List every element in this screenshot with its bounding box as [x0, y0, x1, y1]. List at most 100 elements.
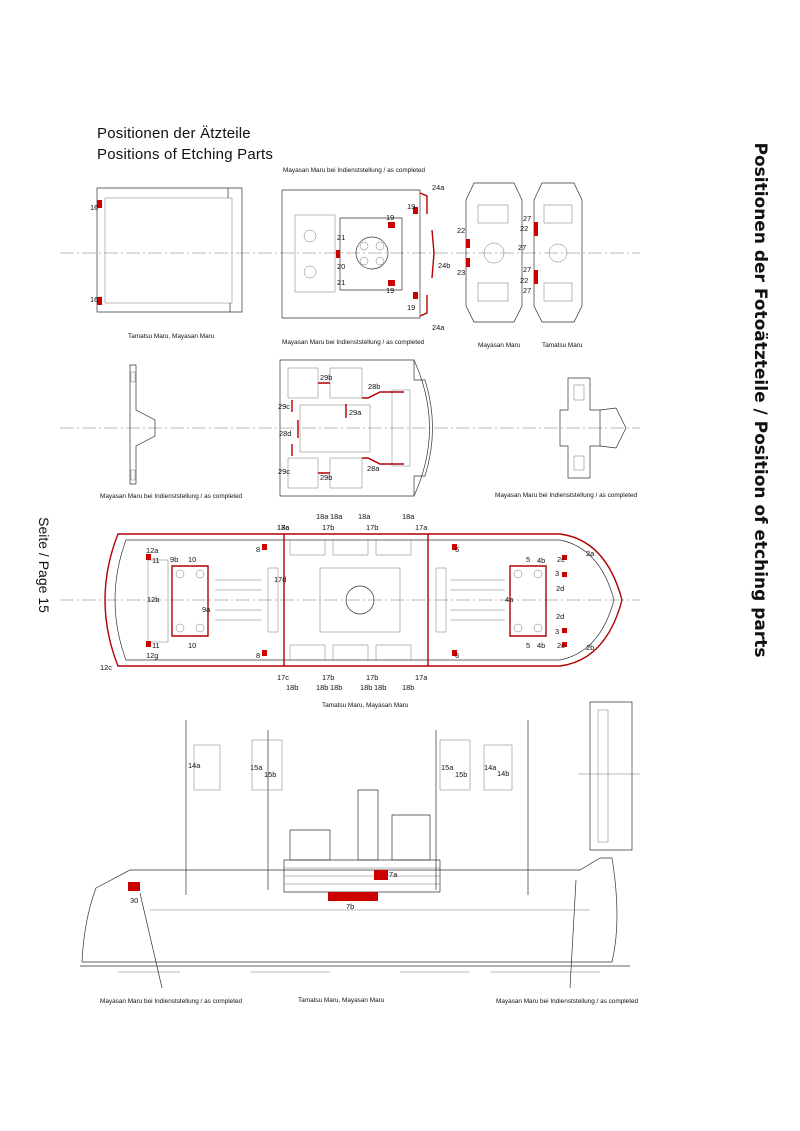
title-german: Positionen der Ätzteile — [97, 125, 251, 142]
plan-main-deck-hull: 18a 18a 18a 18a 18a 17c 17b 17b 17a 12a … — [60, 512, 640, 709]
label-2d-top: 2d — [556, 584, 564, 593]
label-4b-bottom: 4b — [537, 641, 545, 650]
label-18b-3: 18b — [330, 683, 342, 692]
label-18b-6: 18b — [402, 683, 414, 692]
label-22c: 22 — [520, 276, 528, 285]
label-29c-top: 29c — [278, 402, 290, 411]
caption-b: Mayasan Maru bei Indienststellung / as c… — [283, 167, 426, 174]
caption-e: Tamatsu Maru — [542, 342, 583, 349]
label-23: 23 — [457, 268, 465, 277]
label-4b-top: 4b — [537, 556, 545, 565]
label-10-top: 10 — [188, 555, 196, 564]
label-29b-top: 29b — [320, 373, 332, 382]
label-19b: 19 — [386, 213, 394, 222]
label-20: 20 — [337, 262, 345, 271]
label-8-top: 8 — [256, 545, 260, 554]
label-28d: 28d — [279, 429, 291, 438]
title-english: Positions of Etching Parts — [97, 146, 274, 163]
label-9b: 9b — [170, 555, 178, 564]
label-27d: 27 — [523, 286, 531, 295]
label-18b-5: 18b — [374, 683, 386, 692]
label-2c-bottom: 2c — [557, 641, 565, 650]
label-14a-left: 14a — [188, 761, 201, 770]
label-24a-bottom: 24a — [432, 323, 445, 332]
label-17a-top: 17a — [415, 523, 428, 532]
label-2a: 2a — [586, 549, 595, 558]
label-15b-left: 15b — [264, 770, 276, 779]
label-18b-1: 18b — [286, 683, 298, 692]
label-7a: 7a — [389, 870, 398, 879]
label-17d: 17d — [274, 575, 286, 584]
label-3-top: 3 — [555, 569, 559, 578]
label-7b: 7b — [346, 902, 354, 911]
label-17b-bottom-2: 17b — [366, 673, 378, 682]
label-16a: 16 — [90, 203, 98, 212]
label-3-bottom: 3 — [555, 627, 559, 636]
label-19d: 19 — [407, 303, 415, 312]
label-12b: 12b — [147, 595, 159, 604]
label-29c-bottom: 29c — [278, 467, 290, 476]
label-17c-bottom: 17c — [277, 673, 289, 682]
label-17b-bottom-1: 17b — [322, 673, 334, 682]
caption-d: Mayasan Maru — [478, 342, 521, 349]
label-17b-top-1: 17b — [322, 523, 334, 532]
label-28a: 28a — [367, 464, 380, 473]
label-19c: 19 — [386, 286, 394, 295]
label-5-bottom: 5 — [526, 641, 530, 650]
plan-wheelhouse-tamatsu: 27 22 27 27 22 27 Tamatsu Maru — [518, 182, 583, 349]
label-30: 30 — [130, 896, 138, 905]
label-29a: 29a — [349, 408, 362, 417]
label-15a-left: 15a — [250, 763, 263, 772]
etch-part-30 — [128, 882, 140, 891]
label-15a-right: 15a — [441, 763, 454, 772]
label-12c: 12c — [100, 663, 112, 672]
label-17b-top-2: 17b — [366, 523, 378, 532]
etch-part-7a — [374, 870, 388, 880]
label-21a: 21 — [337, 233, 345, 242]
etch-part-7b — [328, 892, 378, 901]
label-8-bottom: 8 — [256, 651, 260, 660]
label-2c-top: 2c — [557, 555, 565, 564]
plan-wheelhouse-mayasan: 22 23 Mayasan Maru — [457, 182, 523, 349]
label-12g: 12g — [146, 651, 158, 660]
label-2d-bottom: 2d — [556, 612, 564, 621]
etch-part-16-top — [97, 200, 102, 208]
etch-part-16-bottom — [97, 297, 102, 305]
label-29b-bottom: 29b — [320, 473, 332, 482]
caption-j: Tamatsu Maru, Mayasan Maru — [298, 997, 385, 1004]
label-16b: 16 — [90, 295, 98, 304]
label-21b: 21 — [337, 278, 345, 287]
label-18a-3: 18a — [330, 512, 343, 521]
label-18b-4: 18b — [360, 683, 372, 692]
plan-bridge-deck-a: 16 16 Tamatsu Maru, Mayasan Maru — [60, 187, 640, 340]
label-28b: 28b — [368, 382, 380, 391]
label-19a: 19 — [407, 202, 415, 211]
label-27a: 27 — [523, 214, 531, 223]
label-22b: 22 — [520, 224, 528, 233]
label-6-bottom: 6 — [455, 651, 459, 660]
label-14a-right: 14a — [484, 763, 497, 772]
plan-aft-deckhouse: Mayasan Maru bei Indienststellung / as c… — [495, 377, 638, 499]
label-12a: 12a — [146, 546, 159, 555]
caption-k: Mayasan Maru bei Indienststellung / as c… — [496, 998, 639, 1005]
caption-f: Mayasan Maru bei Indienststellung / as c… — [100, 493, 243, 500]
caption-i: Mayasan Maru bei Indienststellung / as c… — [100, 998, 243, 1005]
label-11-top: 11 — [152, 556, 160, 565]
plan-deckhouse-side: Mayasan Maru bei Indienststellung / as c… — [60, 364, 640, 500]
label-24b: 24b — [438, 261, 450, 270]
plan-boat-deck: 29b 28b 29c 29a 28d 29c 28a 29b — [278, 359, 433, 497]
label-5-top: 5 — [526, 555, 530, 564]
plan-bridge-deck-b: 24a 24b 24a 19 19 19 19 21 20 21 Mayasan… — [281, 167, 450, 346]
caption-a: Tamatsu Maru, Mayasan Maru — [128, 333, 215, 340]
label-27c: 27 — [523, 265, 531, 274]
label-11-bottom: 11 — [152, 641, 160, 650]
label-18a-4: 18a — [358, 512, 371, 521]
label-9a: 9a — [202, 605, 211, 614]
label-10-bottom: 10 — [188, 641, 196, 650]
caption-c: Mayasan Maru bei Indienststellung / as c… — [282, 339, 425, 346]
label-14b: 14b — [497, 769, 509, 778]
elevation-side-view: 14a 15a 15b 15a 15b 14a 14b 7a 7b 30 May… — [80, 701, 640, 1005]
label-4a: 4a — [505, 595, 514, 604]
